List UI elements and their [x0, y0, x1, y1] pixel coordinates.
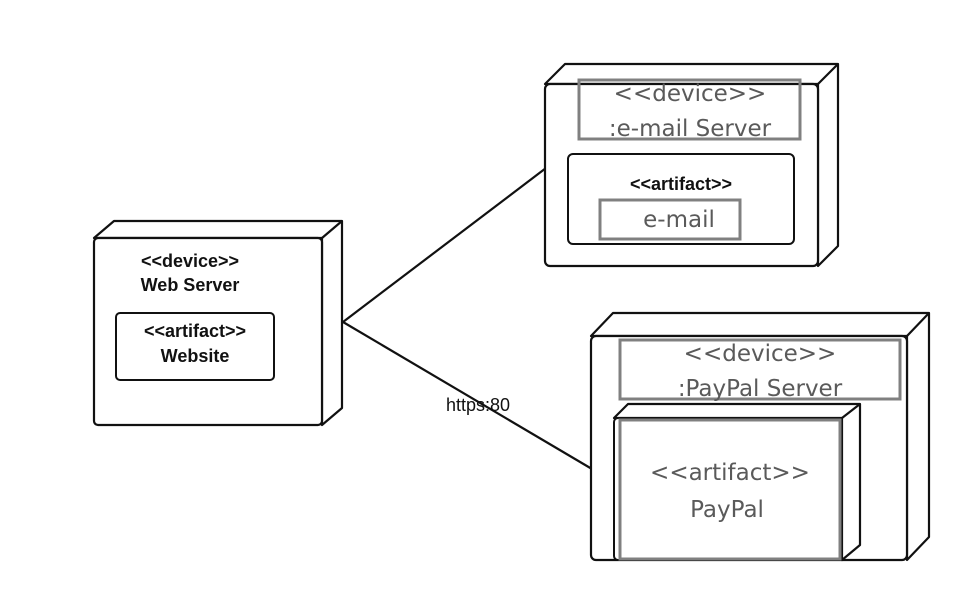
web-server-name: Web Server: [141, 275, 240, 295]
artifact-paypal-label-box: [618, 418, 842, 561]
node-paypal-server-edge: [906, 312, 930, 337]
web-server-stereotype: <<device>>: [141, 251, 239, 271]
edge-web-to-email: [342, 167, 547, 323]
node-email-server-edge: [817, 63, 839, 85]
paypal-server-stereotype: <<device>>: [684, 341, 837, 367]
node-paypal-server[interactable]: <<device>> :PayPal Server <<artifact>> P…: [589, 311, 931, 562]
edge-web-to-paypal: [342, 321, 615, 483]
artifact-email[interactable]: <<artifact>> e-mail: [567, 153, 795, 245]
artifact-email-name-box: [598, 198, 742, 241]
edge-web-to-paypal-label: https:80: [446, 395, 510, 415]
paypal-server-label-box: [618, 338, 902, 401]
email-server-stereotype: <<device>>: [614, 81, 767, 107]
node-web-server[interactable]: <<device>> Web Server <<artifact>> Websi…: [92, 219, 344, 427]
artifact-paypal-name: PayPal: [690, 497, 764, 523]
email-server-label-box: [577, 78, 802, 141]
artifact-paypal-stereotype: <<artifact>>: [650, 460, 810, 486]
artifact-paypal[interactable]: <<artifact>> PayPal: [612, 402, 862, 562]
artifact-website-box: [115, 312, 275, 381]
artifact-website[interactable]: <<artifact>> Website: [115, 312, 275, 381]
email-server-name: :e-mail Server: [609, 116, 772, 142]
artifact-email-stereotype: <<artifact>>: [630, 174, 732, 194]
artifact-paypal-box: [613, 417, 843, 561]
artifact-paypal-edge: [841, 403, 861, 419]
artifact-website-name: Website: [161, 346, 230, 366]
paypal-server-name: :PayPal Server: [678, 376, 843, 402]
node-web-server-edge: [321, 220, 343, 239]
artifact-email-name: e-mail: [643, 207, 715, 233]
node-email-server[interactable]: <<device>> :e-mail Server <<artifact>> e…: [543, 62, 840, 268]
artifact-website-stereotype: <<artifact>>: [144, 321, 246, 341]
